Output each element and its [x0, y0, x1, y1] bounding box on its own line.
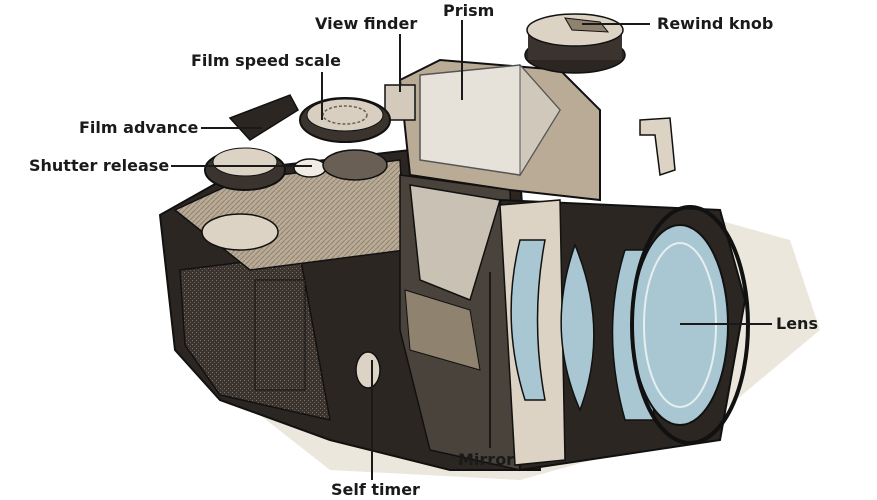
- label-lens: Lens: [776, 314, 818, 333]
- label-mirror: Mirror: [458, 450, 515, 469]
- shutter-button: [293, 158, 327, 178]
- leader-lines: [171, 20, 772, 480]
- shutter-dial-face: [212, 147, 278, 177]
- body-side-panel: [254, 279, 306, 391]
- label-film-speed-scale: Film speed scale: [191, 51, 341, 70]
- label-prism: Prism: [443, 1, 495, 20]
- lens-element-2: [560, 242, 595, 412]
- label-film-advance: Film advance: [79, 118, 199, 137]
- reflex-mirror: [409, 184, 501, 302]
- label-rewind-knob: Rewind knob: [657, 14, 774, 33]
- film-advance-lever: [228, 94, 299, 141]
- label-self-timer: Self timer: [331, 480, 420, 499]
- self-timer-lever: [355, 351, 381, 389]
- label-shutter-release: Shutter release: [29, 156, 170, 175]
- film-speed-dial-face: [306, 98, 384, 132]
- lens-element-1: [510, 239, 546, 401]
- strap-lug: [639, 117, 676, 177]
- top-plate-dial: [201, 213, 279, 251]
- label-view-finder: View finder: [315, 14, 418, 33]
- prism-facet: [519, 63, 561, 177]
